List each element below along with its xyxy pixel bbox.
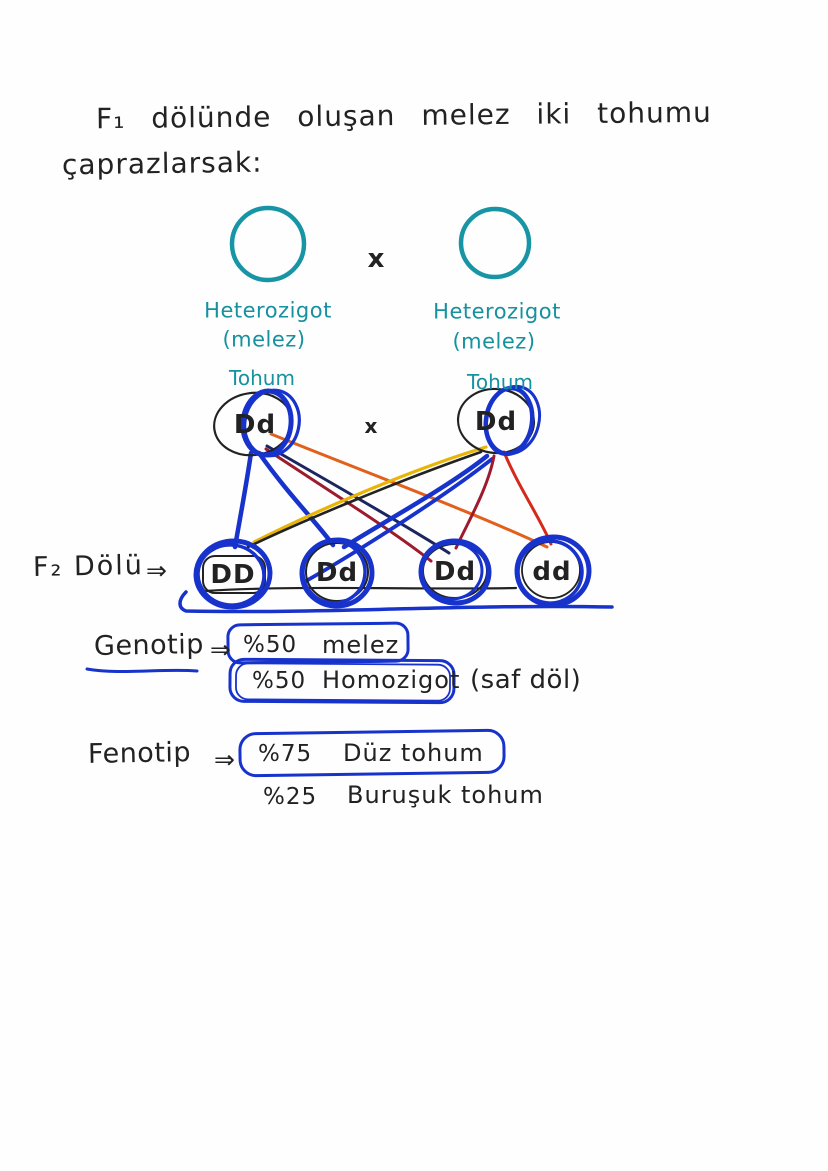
genotip-row1-pct: %50 [243,632,298,658]
parent-seed-circle-left [229,205,307,283]
genotip-label: Genotip [93,629,205,662]
cross-symbol-top: x [367,244,385,274]
parent-node-right [456,384,542,457]
offspring-genotype-dd: dd [532,557,572,587]
genotip-box-2-inner [235,662,451,702]
parent-right-label-heterozigot: Heterozigot [433,299,561,324]
fenotip-row1-pct: %75 [258,741,313,767]
fenotip-row2-pct: %25 [263,784,318,810]
f2-row-label: F₂ Dölü [32,550,145,583]
heading-line-1: F₁ dölünde oluşan melez iki tohumu [95,95,712,136]
parent-seed-circle-right [458,206,532,280]
genotip-row1-text: melez [322,631,400,659]
parent-right-genotype: Dd [474,407,518,437]
genotip-arrow: ⇒ [210,635,231,664]
fenotip-row2-text: Buruşuk tohum [347,781,544,809]
fenotip-arrow: ⇒ [214,745,235,774]
genotip-underline [85,667,199,673]
parent-node-left [213,388,301,458]
parent-left-label-melez: (melez) [222,327,306,352]
offspring-genotype-Dd-2: Dd [433,557,477,587]
offspring-node-Dd-1 [299,537,375,609]
offspring-node-DD [193,538,273,610]
offspring-node-Dd-2 [418,538,492,606]
parent-left-genotype: Dd [233,410,277,440]
parent-left-label-tohum: Tohum [229,366,295,390]
fenotip-label: Fenotip [87,737,192,770]
parent-right-label-tohum: Tohum [467,370,533,394]
fenotip-row1-text: Düz tohum [343,739,484,767]
offspring-genotype-DD: DD [210,560,256,590]
fenotip-box [238,728,506,778]
heading-line-2: çaprazlarsak: [61,145,263,182]
genotip-row2-note: (saf döl) [470,665,582,695]
offspring-genotype-Dd-1: Dd [315,558,359,588]
genotip-box-1 [226,621,410,665]
genotip-row2-pct: %50 [252,668,307,694]
cross-symbol-middle: x [364,414,378,438]
cross-lines [203,432,553,593]
parent-left-label-heterozigot: Heterozigot [204,298,332,323]
genotip-box-2 [228,657,456,705]
f2-arrow: ⇒ [146,556,167,585]
f2-row-underline [178,590,614,614]
genotip-row2-text: Homozigot [322,666,461,694]
parent-right-label-melez: (melez) [452,329,536,354]
